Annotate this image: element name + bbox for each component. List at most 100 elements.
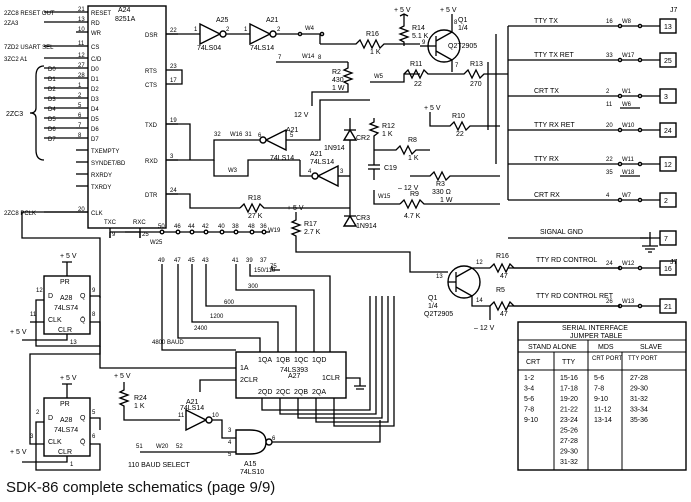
rs-signal-name: TTY RD CONTROL [536, 257, 597, 264]
capacitor-c19: C19 [368, 140, 397, 180]
svg-text:+ 5 V: + 5 V [10, 329, 27, 336]
usart-net-label: 7ZD2 USART SEL [4, 45, 54, 51]
svg-text:9: 9 [422, 40, 426, 46]
jumper-table-cell: 7-8 [594, 386, 604, 393]
svg-text:A27: A27 [288, 373, 301, 380]
usart-pin-num: 19 [170, 118, 177, 124]
baud-4800: 4800 BAUD [152, 340, 184, 346]
usart-pin-name: RTS [145, 69, 157, 75]
supply-5v-a: + 5 V [394, 7, 411, 14]
usart-pin-num: 10 [78, 27, 85, 33]
usart-pin-name: SYNDET/BD [91, 161, 126, 167]
baud-tap-point [189, 229, 195, 235]
svg-text:1/4: 1/4 [458, 25, 468, 32]
svg-text:74LS14: 74LS14 [180, 405, 204, 412]
j7-pin-box [659, 298, 677, 314]
connector-j7-top: J7 [670, 7, 678, 14]
svg-text:R16: R16 [366, 31, 379, 38]
svg-text:74LS393: 74LS393 [280, 367, 308, 374]
usart-net-label: D4 [48, 107, 56, 113]
usart-pin-name: RXD [145, 159, 158, 165]
svg-text:2CLR: 2CLR [240, 377, 258, 384]
jumper-pin: 26 [606, 299, 613, 305]
jumper-label: W10 [622, 123, 635, 129]
svg-text:52: 52 [176, 444, 183, 450]
svg-text:2: 2 [277, 27, 281, 33]
usart-pin-name: D3 [91, 97, 99, 103]
svg-text:74LS74: 74LS74 [54, 427, 78, 434]
svg-text:2: 2 [226, 27, 230, 33]
svg-text:12: 12 [36, 288, 43, 294]
usart-pin-num: 12 [78, 53, 85, 59]
data-bus-label: 2ZC3 [6, 111, 23, 118]
jumper-table: SERIAL INTERFACE JUMPER TABLE STAND ALON… [517, 321, 687, 471]
resistor-r10: + 5 V R10 22 [424, 105, 500, 138]
usart-part: 8251A [115, 16, 136, 23]
usart-pin-name: C/D [91, 57, 102, 63]
usart-pin-name: D4 [91, 107, 99, 113]
transistor-q1-bottom: Q1 1/4 Q2T2905 13 12 14 [424, 260, 490, 318]
svg-text:2: 2 [36, 410, 40, 416]
svg-text:+ 5 V: + 5 V [114, 373, 131, 380]
svg-text:1 W: 1 W [332, 85, 345, 92]
resistor-r5: R5 47 – 12 V [474, 287, 620, 332]
txc-pin-num: 9 [112, 232, 116, 238]
svg-text:Q̄: Q̄ [80, 438, 86, 446]
svg-text:3: 3 [30, 434, 34, 440]
usart-pin-num: 28 [78, 73, 85, 79]
jumper-label: W1 [622, 89, 632, 95]
supply-m12-b: – 12 V [474, 325, 495, 332]
svg-text:W15: W15 [378, 194, 391, 200]
usart-pin-num: 7 [78, 123, 82, 129]
jumper-table-subtitle: JUMPER TABLE [570, 333, 623, 340]
baud-600: 600 [224, 300, 235, 306]
svg-text:Q1: Q1 [458, 17, 467, 24]
baud-tap-pin: 45 [188, 258, 195, 264]
rs-signal-name: TTY RX [534, 156, 559, 163]
resistor-r18: R18 27 K [239, 195, 350, 220]
svg-text:6: 6 [92, 434, 96, 440]
svg-text:A21: A21 [266, 17, 279, 24]
usart-pin-name: D7 [91, 137, 99, 143]
jumper-label: W7 [622, 193, 632, 199]
svg-text:CLR: CLR [58, 327, 72, 334]
jumper-table-cell: 5-6 [524, 396, 534, 403]
j7-pin-box [659, 156, 677, 172]
svg-text:11: 11 [178, 413, 185, 419]
jumper-table-cell: 1-2 [524, 375, 534, 382]
svg-text:1 W: 1 W [440, 197, 453, 204]
resistor-r16: R16 1 K [320, 31, 420, 56]
usart-pin-name: CS [91, 45, 99, 51]
baud-tap-point [203, 229, 209, 235]
rs-signal-name: SIGNAL GND [540, 229, 583, 236]
baud-1200: 1200 [210, 314, 224, 320]
usart-pin-num: 23 [170, 64, 177, 70]
flipflop-a28-2: PR D Q CLK Q̄ CLR A28 74LS74 2 5 6 3 1 +… [10, 346, 101, 471]
usart-pin-num: 11 [78, 41, 85, 47]
svg-text:9: 9 [92, 288, 96, 294]
jumper-table-cell: 9-10 [524, 417, 538, 424]
svg-text:R17: R17 [304, 221, 317, 228]
baud-select-label: 110 BAUD SELECT [128, 462, 190, 469]
svg-text:TTY: TTY [562, 359, 576, 366]
svg-text:CLK: CLK [48, 439, 62, 446]
svg-text:1QA: 1QA [258, 357, 272, 364]
baud-tap-pin: 46 [174, 224, 181, 230]
jumper-pin: 35 [606, 170, 613, 176]
svg-text:2QD: 2QD [258, 389, 272, 396]
j7-pin-number: 24 [664, 128, 672, 135]
usart-net-label: D3 [48, 97, 56, 103]
svg-text:+ 5 V: + 5 V [10, 449, 27, 456]
page-caption: SDK-86 complete schematics (page 9/9) [6, 479, 276, 496]
svg-text:Q1: Q1 [428, 295, 437, 302]
svg-text:W19: W19 [268, 228, 281, 234]
gate-a15-nand: A15 74LS10 3 4 5 6 51 W20 52 [136, 420, 381, 476]
svg-text:R10: R10 [452, 113, 465, 120]
baud-tap-pin: 75 [270, 264, 277, 270]
svg-text:74LS14: 74LS14 [270, 155, 294, 162]
a25-part: 74LS04 [197, 45, 221, 52]
